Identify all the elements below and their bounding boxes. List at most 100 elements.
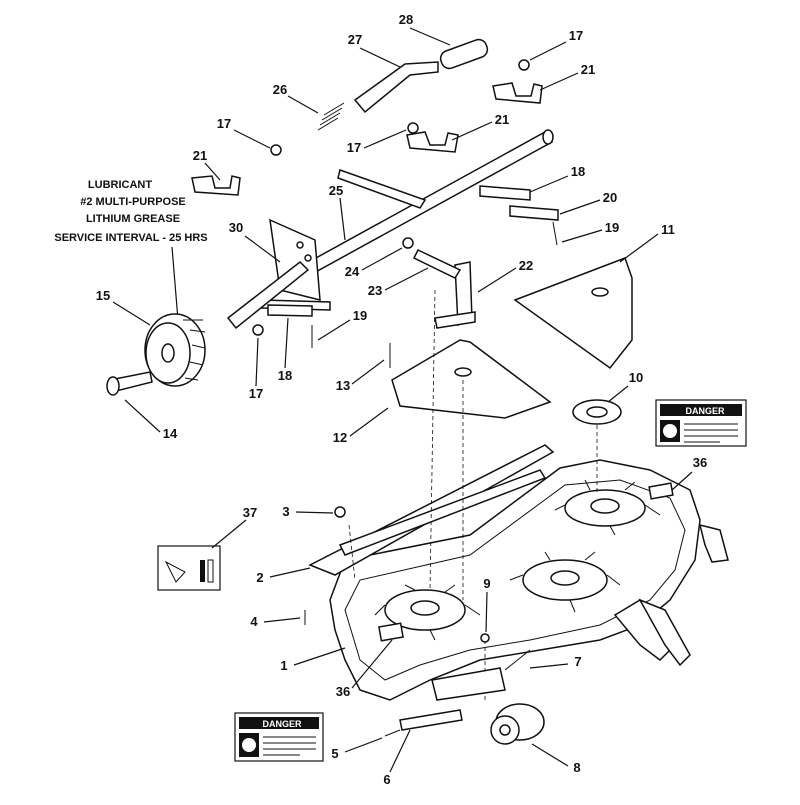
callout-25: 25: [329, 183, 346, 241]
roller-bracket: [431, 667, 506, 701]
pivot-pin: [412, 249, 462, 279]
height-decal: [157, 545, 221, 591]
lubricant-line-2: #2 MULTI-PURPOSE: [80, 196, 186, 208]
spindle-mount-right: [554, 479, 661, 536]
callout-12: 12: [333, 407, 389, 445]
callout-21c: 21: [539, 62, 595, 91]
callout-28: 28: [399, 12, 451, 46]
svg-text:18: 18: [278, 368, 292, 383]
lubricant-line-4: SERVICE INTERVAL - 25 HRS: [54, 232, 207, 244]
spindle-washer: [572, 399, 622, 425]
callout-5: 5: [331, 737, 383, 761]
danger-decal-top: DANGER: [655, 399, 747, 447]
callout-15: 15: [96, 288, 151, 326]
strap-center: [406, 131, 459, 153]
nut: [518, 59, 530, 71]
svg-text:37: 37: [243, 505, 257, 520]
lubricant-note: LUBRICANT #2 MULTI-PURPOSE LITHIUM GREAS…: [54, 179, 208, 321]
callout-17b: 17: [347, 129, 407, 155]
callout-7: 7: [529, 654, 582, 669]
svg-text:5: 5: [331, 746, 338, 761]
lift-handle: [353, 61, 439, 114]
callout-3: 3: [282, 504, 334, 519]
nut: [480, 633, 490, 643]
callout-27: 27: [348, 32, 401, 68]
svg-text:22: 22: [519, 258, 533, 273]
lubricant-leader: [171, 246, 179, 321]
danger-decal-bottom: DANGER: [234, 712, 324, 762]
danger-label: DANGER: [685, 406, 725, 416]
callout-21a: 21: [193, 148, 221, 181]
lubricant-line-3: LITHIUM GREASE: [86, 213, 180, 225]
gauge-wheel: [144, 313, 206, 387]
svg-text:13: 13: [336, 378, 350, 393]
callout-6: 6: [383, 729, 411, 787]
svg-text:18: 18: [571, 164, 585, 179]
svg-text:21: 21: [193, 148, 207, 163]
wear-plate-left: [267, 304, 313, 317]
callout-17a: 17: [217, 116, 271, 149]
svg-text:30: 30: [229, 220, 243, 235]
danger-label: DANGER: [262, 719, 302, 729]
strap-left: [191, 175, 241, 196]
axle-bolt: [384, 729, 401, 737]
wheel-arm: [226, 261, 310, 330]
callout-10: 10: [607, 370, 643, 403]
nut: [270, 144, 282, 156]
svg-text:2: 2: [256, 570, 263, 585]
svg-text:21: 21: [495, 112, 509, 127]
washer: [402, 237, 414, 249]
callout-30: 30: [229, 220, 281, 263]
callout-13: 13: [336, 359, 385, 393]
spacer-plate: [509, 205, 559, 221]
callout-37: 37: [211, 505, 257, 549]
shaft-arm: [337, 169, 427, 209]
svg-text:4: 4: [250, 614, 258, 629]
strap-right: [492, 82, 543, 104]
handle-grip: [439, 38, 489, 70]
roller-axle: [399, 709, 463, 731]
spindle-shield-left: [391, 339, 552, 419]
spindle-mount-center: [509, 551, 621, 613]
svg-text:9: 9: [483, 576, 490, 591]
spindle-mount-left: [374, 584, 481, 641]
lubricant-line-1: LUBRICANT: [88, 179, 152, 191]
callout-24: 24: [345, 247, 403, 279]
callout-11: 11: [619, 222, 675, 263]
svg-text:19: 19: [353, 308, 367, 323]
callout-20: 20: [559, 190, 617, 215]
callout-18a: 18: [529, 164, 585, 193]
callout-36b: 36: [336, 639, 393, 699]
svg-text:20: 20: [603, 190, 617, 205]
svg-text:26: 26: [273, 82, 287, 97]
callout-18b: 18: [278, 317, 292, 383]
svg-text:14: 14: [163, 426, 178, 441]
callout-9: 9: [483, 576, 491, 633]
callout-1: 1: [280, 647, 346, 673]
svg-text:23: 23: [368, 283, 382, 298]
callout-8: 8: [531, 743, 581, 775]
callout-22: 22: [477, 258, 533, 293]
nut: [407, 122, 419, 134]
svg-text:17: 17: [249, 386, 263, 401]
wear-plate-right: [479, 185, 531, 201]
svg-text:27: 27: [348, 32, 362, 47]
mower-deck: [329, 459, 729, 701]
svg-text:19: 19: [605, 220, 619, 235]
svg-text:10: 10: [629, 370, 643, 385]
hairpin: [504, 649, 531, 671]
nut: [252, 324, 264, 336]
svg-text:17: 17: [347, 140, 361, 155]
bolt: [552, 221, 558, 246]
callout-4: 4: [250, 614, 301, 629]
svg-text:11: 11: [661, 222, 675, 237]
svg-text:3: 3: [282, 504, 289, 519]
svg-text:8: 8: [573, 760, 580, 775]
baffle-plate: [338, 469, 547, 556]
callout-36a: 36: [671, 455, 707, 491]
svg-text:17: 17: [569, 28, 583, 43]
callout-21b: 21: [451, 112, 509, 141]
svg-text:36: 36: [693, 455, 707, 470]
svg-text:15: 15: [96, 288, 110, 303]
